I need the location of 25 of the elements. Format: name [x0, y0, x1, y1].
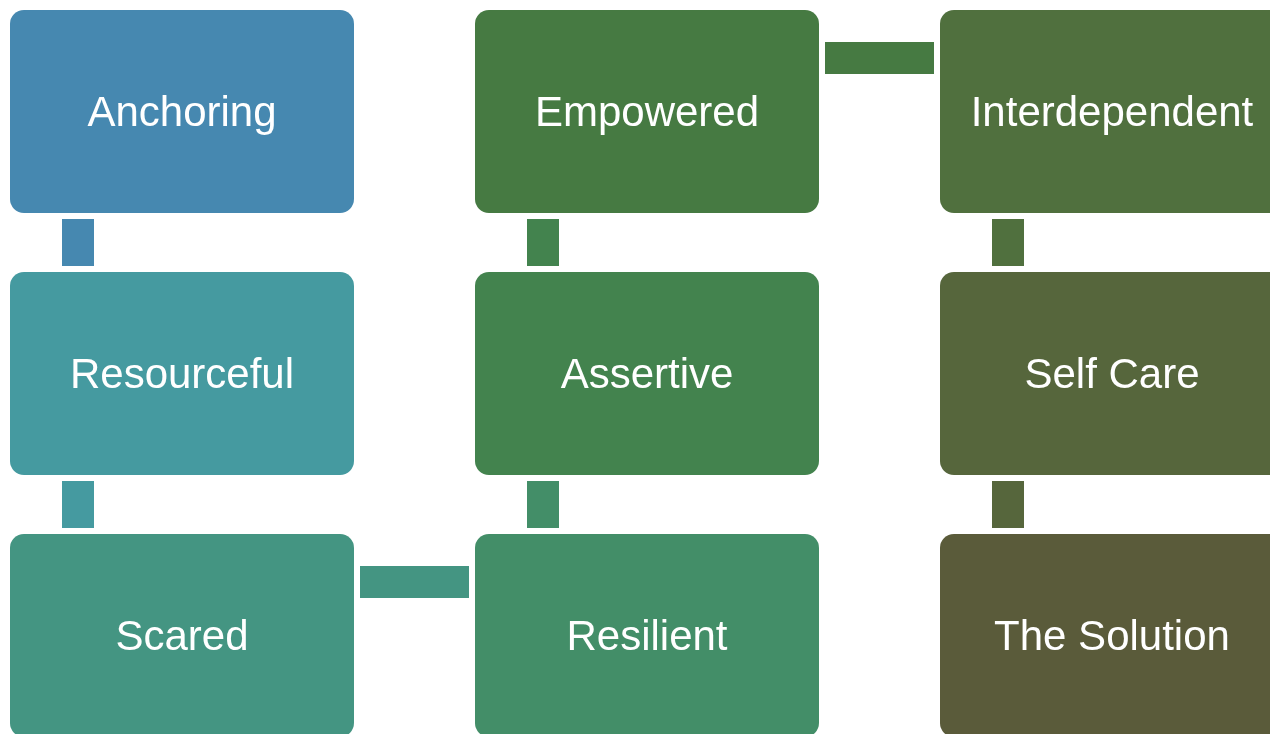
connector-bar	[62, 481, 94, 528]
connector-bar	[527, 219, 559, 266]
stage-label: Scared	[115, 611, 249, 660]
connector-bar	[992, 219, 1024, 266]
stage-box	[940, 534, 1270, 734]
connector-bar	[527, 481, 559, 528]
connector-bar	[825, 42, 934, 74]
stage-box	[940, 272, 1270, 475]
stage-box	[475, 534, 819, 734]
stage-label: The Solution	[994, 611, 1230, 660]
stage-label: Anchoring	[87, 87, 277, 136]
stage-label: Empowered	[534, 87, 760, 136]
stage-label: Resourceful	[69, 349, 295, 398]
stage-box	[940, 10, 1270, 213]
stage-label: Self Care	[1024, 349, 1200, 398]
stage-box	[475, 272, 819, 475]
stage-label: Resilient	[566, 611, 728, 660]
connector-bar	[62, 219, 94, 266]
stage-label: Assertive	[560, 349, 734, 398]
connector-bar	[360, 566, 469, 598]
stage-box	[10, 272, 354, 475]
stage-label: Interdependent	[970, 87, 1254, 136]
stage-box	[10, 534, 354, 734]
stage-box	[10, 10, 354, 213]
stage-box	[475, 10, 819, 213]
